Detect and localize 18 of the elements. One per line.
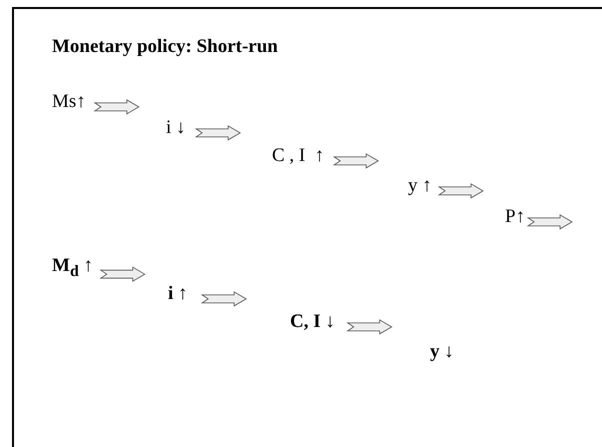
block-arrow bbox=[94, 99, 140, 115]
node-label: i ↓ bbox=[166, 118, 186, 139]
node-label: C , I ↑ bbox=[272, 146, 324, 167]
block-arrow bbox=[438, 183, 484, 199]
node-label: M$_{d}$ ↑ bbox=[52, 256, 93, 280]
block-arrow bbox=[332, 153, 379, 169]
node-label: i ↑ bbox=[168, 284, 188, 305]
block-arrow bbox=[526, 214, 573, 230]
node-label: y ↑ bbox=[408, 176, 432, 197]
node-label: y ↓ bbox=[430, 342, 454, 363]
block-arrow bbox=[346, 319, 392, 335]
block-arrow bbox=[194, 125, 241, 141]
block-arrow bbox=[200, 291, 247, 307]
node-label: P↑ bbox=[505, 207, 526, 228]
node-label: Ms↑ bbox=[52, 92, 86, 113]
block-arrow bbox=[99, 266, 146, 282]
node-label: C, I ↓ bbox=[290, 312, 335, 333]
title: Monetary policy: Short-run bbox=[52, 36, 278, 58]
